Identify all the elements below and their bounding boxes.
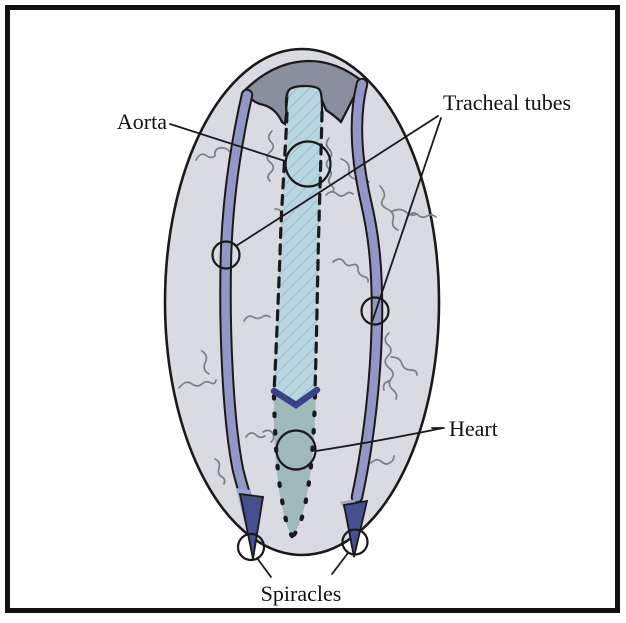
leader-line-spiracle-left — [256, 557, 272, 578]
leader-lines — [169, 115, 445, 578]
annotation-circle-tracheal-right — [360, 296, 390, 326]
tracheal-branch — [245, 429, 275, 443]
diagram-border — [5, 5, 620, 613]
aorta-top-outline — [284, 84, 324, 117]
tracheal-tube-right — [352, 79, 382, 502]
annotation-circles — [211, 140, 390, 562]
spiracle-left — [238, 492, 265, 560]
tracheal-branch — [243, 314, 271, 322]
leader-line-aorta — [169, 123, 286, 162]
aorta-left-dashed-edge — [272, 111, 289, 394]
tracheal-branch — [382, 332, 418, 400]
chevron-end-dot — [314, 387, 320, 393]
heart-valve-chevron — [270, 386, 321, 409]
tracheal-branch — [195, 146, 231, 161]
tracheal-branch — [178, 350, 217, 389]
chevron-end-dot — [271, 388, 277, 394]
spiracles-label: Spiracles — [261, 581, 342, 606]
tracheal-branch — [325, 190, 354, 197]
tracheal-branch — [266, 130, 275, 182]
annotation-circle-spiracle-left — [236, 532, 266, 562]
leader-line-spiracle-right — [331, 552, 349, 575]
tracheal-branch — [379, 185, 418, 231]
aorta-label: Aorta — [117, 109, 167, 134]
heart-label: Heart — [449, 416, 498, 441]
annotation-circle-aorta — [284, 140, 332, 188]
annotation-circle-spiracle-right — [341, 528, 369, 556]
tracheal-branch — [214, 458, 226, 485]
tracheal-tube-left — [221, 90, 255, 514]
annotation-circle-heart — [275, 429, 317, 471]
leader-line-tracheal-right — [371, 117, 442, 323]
tracheal-tubes-label: Tracheal tubes — [443, 90, 571, 115]
leader-line-heart — [315, 427, 445, 452]
leader-line-tracheal-left — [235, 115, 439, 247]
tracheal-branch — [406, 212, 437, 219]
tracheal-branch — [332, 258, 370, 283]
tracheal-branch — [370, 455, 395, 465]
annotation-circle-tracheal-left — [211, 240, 241, 270]
aorta-right-dashed-edge — [313, 110, 324, 392]
